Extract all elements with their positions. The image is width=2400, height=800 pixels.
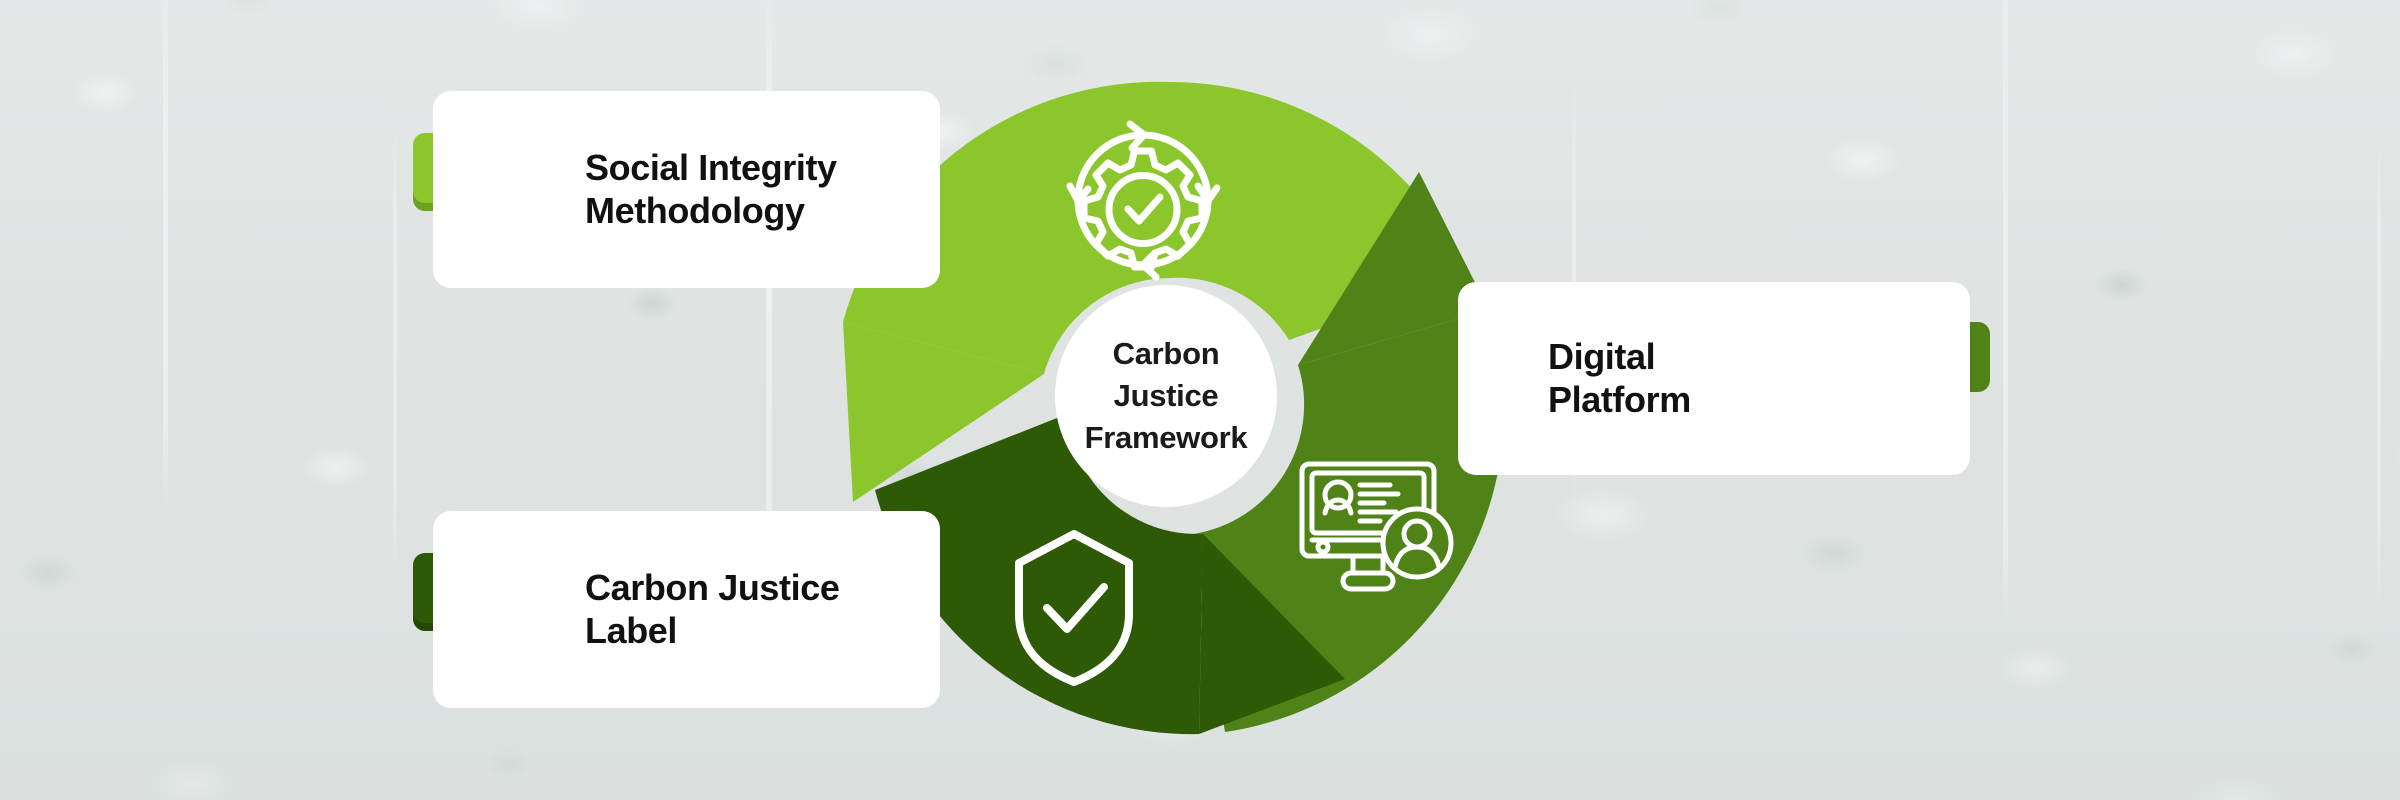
shield-check-icon <box>1015 530 1133 686</box>
card-carbon-justice-label[interactable]: Carbon Justice Label <box>433 511 940 708</box>
monitor-user-icon <box>1299 461 1454 592</box>
cycle-diagram <box>843 81 1505 736</box>
card-label-social-integrity-methodology: Social Integrity Methodology <box>585 147 837 231</box>
center-hub: Carbon Justice Framework <box>1055 285 1277 507</box>
cycle-segment-carbon-justice-label <box>875 414 1345 735</box>
hub-line-2: Justice <box>1113 378 1219 414</box>
cycle-segment-social-integrity-methodology <box>843 81 1469 502</box>
hub-line-3: Framework <box>1084 419 1248 455</box>
card-label-carbon-justice-label: Carbon Justice Label <box>585 567 840 651</box>
card-digital-platform[interactable]: Digital Platform <box>1458 282 1970 475</box>
card-label-digital-platform: Digital Platform <box>1548 336 1691 420</box>
hub-line-1: Carbon <box>1112 336 1220 372</box>
card-social-integrity-methodology[interactable]: Social Integrity Methodology <box>433 91 940 288</box>
gear-check-cycle-icon <box>1066 120 1221 281</box>
